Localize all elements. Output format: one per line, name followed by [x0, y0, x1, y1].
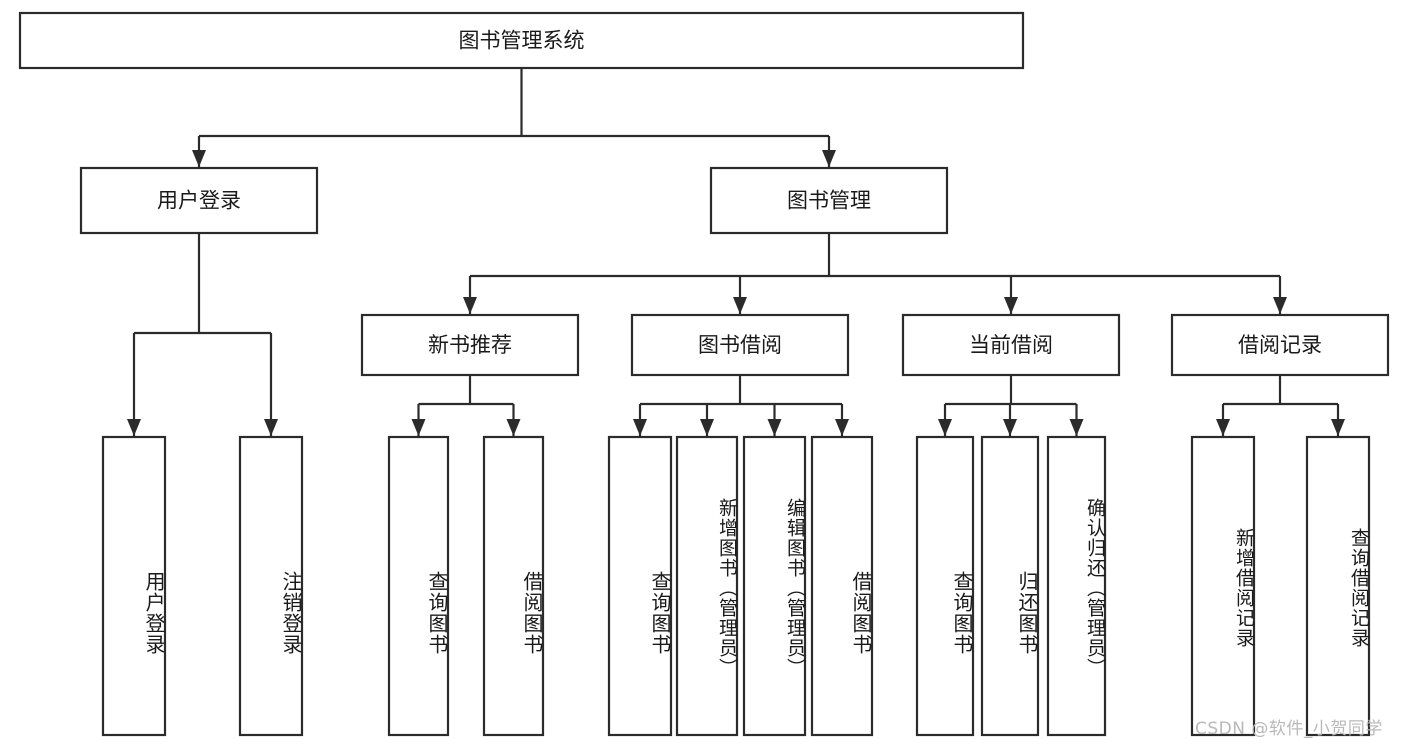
node-leaf-12[interactable] [1305, 435, 1371, 737]
arrow-head-icon [835, 419, 849, 436]
node-label: 图书管理系统 [459, 29, 585, 53]
node-level2-0[interactable]: 用户登录 [79, 166, 319, 235]
arrow-head-icon [1069, 419, 1084, 436]
node-box [980, 435, 1040, 737]
arrow-head-icon [1004, 297, 1018, 314]
node-box [810, 435, 874, 737]
node-label: 当前借阅 [969, 333, 1053, 357]
node-leaf-4[interactable] [607, 435, 673, 737]
node-root[interactable]: 图书管理系统 [18, 11, 1025, 70]
node-box [1170, 313, 1390, 377]
node-box [387, 435, 450, 737]
node-leaf-10[interactable] [1046, 435, 1107, 737]
node-box [360, 313, 580, 377]
arrow-head-icon [506, 419, 521, 436]
node-box [1305, 435, 1371, 737]
node-box [18, 11, 1025, 70]
node-box [901, 313, 1121, 377]
arrow-head-icon [767, 419, 782, 436]
node-leaf-6[interactable] [742, 435, 807, 737]
node-leaf-8[interactable] [915, 435, 975, 737]
node-level3-2[interactable]: 当前借阅 [901, 313, 1121, 377]
node-label: 图书借阅 [698, 333, 782, 357]
arrow-head-icon [192, 150, 206, 167]
node-leaf-3[interactable] [482, 435, 545, 737]
node-label: 借阅记录 [1238, 333, 1322, 357]
arrow-head-icon [411, 419, 426, 436]
node-label: 图书管理 [787, 189, 871, 213]
node-level3-0[interactable]: 新书推荐 [360, 313, 580, 377]
node-leaf-2[interactable] [387, 435, 450, 737]
node-box [79, 166, 319, 235]
arrow-head-icon [700, 419, 714, 436]
node-leaf-11[interactable] [1190, 435, 1256, 737]
node-leaf-1[interactable] [238, 435, 304, 737]
arrow-head-icon [633, 419, 647, 436]
node-box [238, 435, 304, 737]
node-level3-1[interactable]: 图书借阅 [630, 313, 850, 377]
node-box [607, 435, 673, 737]
node-leaf-0[interactable] [101, 435, 167, 737]
arrow-head-icon [127, 419, 141, 436]
node-box [709, 166, 949, 235]
node-level3-3[interactable]: 借阅记录 [1170, 313, 1390, 377]
csdn-watermark: CSDN @软件_小贺同学 [1195, 719, 1383, 739]
node-box [482, 435, 545, 737]
node-level2-1[interactable]: 图书管理 [709, 166, 949, 235]
node-box [101, 435, 167, 737]
arrow-head-icon [1216, 419, 1230, 436]
node-box [1190, 435, 1256, 737]
node-box [675, 435, 739, 737]
node-leaf-5[interactable] [675, 435, 739, 737]
arrow-head-icon [264, 419, 278, 436]
arrow-head-icon [1331, 419, 1345, 436]
node-box [1046, 435, 1107, 737]
arrow-head-icon [822, 150, 836, 167]
arrow-head-icon [938, 419, 952, 436]
arrow-head-icon [1003, 419, 1017, 436]
node-leaf-7[interactable] [810, 435, 874, 737]
node-box [742, 435, 807, 737]
node-leaf-9[interactable] [980, 435, 1040, 737]
arrow-head-icon [1273, 297, 1287, 314]
node-box [630, 313, 850, 377]
node-label: 用户登录 [157, 189, 241, 213]
node-label: 新书推荐 [428, 333, 512, 357]
node-box [915, 435, 975, 737]
arrow-head-icon [733, 297, 747, 314]
connector-layer [127, 68, 1345, 436]
arrow-head-icon [463, 297, 477, 314]
